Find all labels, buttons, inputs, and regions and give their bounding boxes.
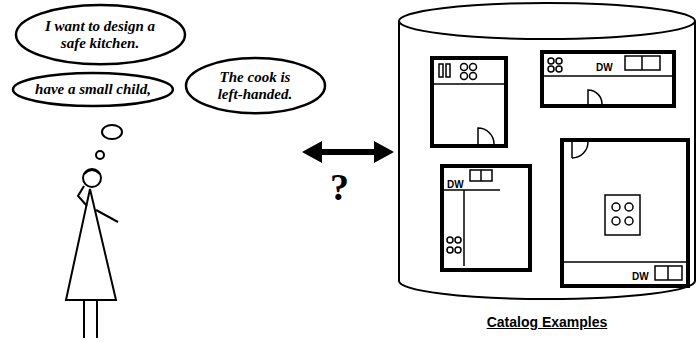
ellipse-outline	[13, 73, 173, 106]
kitchen-plan: DW	[560, 138, 690, 288]
appliance-label: DW	[632, 271, 649, 283]
kitchen-plan: DW	[540, 50, 676, 108]
cylinder-top	[399, 3, 695, 39]
thought-bubbles	[96, 125, 122, 159]
kitchen-plan	[432, 58, 506, 146]
thought-ellipse: The cook is left-handed.	[184, 56, 327, 115]
catalog-cylinder: Catalog ExamplesDWDWDW	[398, 2, 696, 300]
ellipse-outline	[16, 5, 185, 64]
cylinder-outline	[399, 21, 695, 299]
catalog-caption: Catalog Examples	[398, 314, 696, 330]
ellipse-outline	[186, 58, 325, 113]
question-mark: ?	[330, 168, 349, 206]
double-arrow	[302, 141, 394, 163]
thought-text: have a small child,	[35, 81, 151, 98]
thought-ellipse: have a small child,	[11, 71, 175, 108]
appliance-label: DW	[596, 62, 613, 74]
appliance-label: DW	[447, 179, 464, 191]
thought-text: The cook is left-handed.	[208, 69, 303, 104]
kitchen-fixtures	[444, 56, 686, 280]
stick-figure	[66, 169, 118, 338]
thought-text: I want to design a safe kitchen.	[38, 18, 163, 53]
thought-ellipse: I want to design a safe kitchen.	[14, 3, 187, 66]
kitchen-plan: DW	[440, 164, 532, 272]
